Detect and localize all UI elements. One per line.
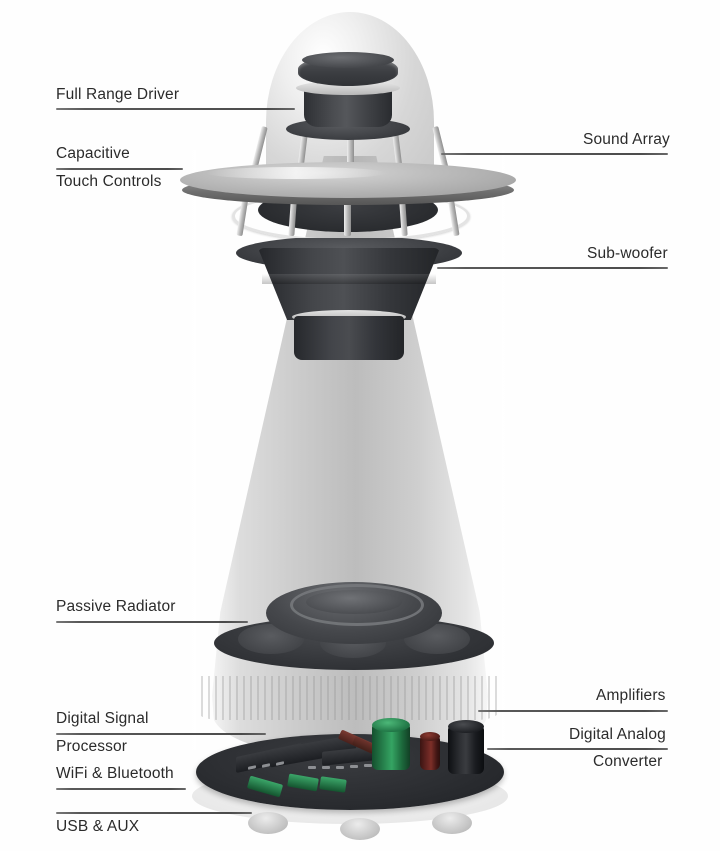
chip-pin [364, 764, 372, 767]
capacitor-maroon [420, 736, 440, 770]
radiator-dust-cap [306, 590, 402, 614]
chip-pin [336, 766, 344, 769]
base-foot [248, 812, 288, 834]
callout-usb-aux-label: USB & AUX [56, 818, 140, 835]
radiator-ring [290, 584, 424, 626]
callout-sound-array-label: Sound Array [583, 131, 670, 148]
leader-line-digital-analog-converter [487, 748, 668, 750]
callout-sub-woofer-label: Sub-woofer [587, 245, 668, 262]
touch-plate-highlight [206, 167, 386, 179]
callout-amplifiers-label: Amplifiers [596, 687, 666, 704]
capacitor-black-top [448, 720, 484, 733]
driver-ring [296, 81, 400, 95]
callout-full-range-driver-label: Full Range Driver [56, 86, 180, 103]
sub-woofer-cone [258, 248, 440, 320]
callout-capacitive-touch-controls-label-line2: Touch Controls [56, 173, 162, 190]
leader-line-capacitive-touch-controls [56, 168, 183, 170]
sub-woofer-magnet [294, 316, 404, 360]
sub-woofer-surround-band [262, 274, 436, 284]
base-foot [432, 812, 472, 834]
sound-array-strut [344, 186, 351, 236]
sub-woofer [236, 232, 462, 360]
callout-digital-signal-processor-label-line2: Processor [56, 738, 128, 755]
full-range-driver [286, 52, 410, 140]
housing-left-highlight [186, 150, 196, 750]
main-circuit-board [196, 718, 504, 822]
chip-pin [308, 766, 316, 769]
callout-digital-analog-converter-label-line2: Converter [593, 753, 663, 770]
callout-wifi-bluetooth-label: WiFi & Bluetooth [56, 765, 174, 782]
callout-passive-radiator-label: Passive Radiator [56, 598, 176, 615]
capacitor-maroon-top [420, 732, 440, 741]
driver-cap-top [302, 52, 394, 68]
capacitive-touch-plate[interactable] [180, 162, 516, 206]
capacitor-green-large-top [372, 718, 410, 732]
leader-line-wifi-bluetooth [56, 788, 186, 790]
leader-line-amplifiers [478, 710, 668, 712]
chip-pin [350, 765, 358, 768]
upper-strut-group [250, 120, 450, 175]
leader-line-full-range-driver [56, 108, 295, 110]
base-foot [340, 818, 380, 840]
leader-line-usb-aux [56, 812, 252, 814]
callout-digital-analog-converter-label-line1: Digital Analog [569, 726, 666, 743]
leader-line-passive-radiator [56, 621, 248, 623]
leader-line-digital-signal-processor [56, 733, 266, 735]
callout-digital-signal-processor-label-line1: Digital Signal [56, 710, 149, 727]
leader-line-sub-woofer [437, 267, 668, 269]
callout-capacitive-touch-controls-label-line1: Capacitive [56, 145, 130, 162]
capacitor-black [448, 726, 484, 774]
ribbed-vent-band [196, 676, 500, 720]
passive-radiator [214, 578, 494, 670]
upper-strut [347, 120, 354, 174]
chip-pin [322, 766, 330, 769]
housing-right-highlight [502, 150, 512, 750]
leader-line-sound-array [441, 153, 668, 155]
